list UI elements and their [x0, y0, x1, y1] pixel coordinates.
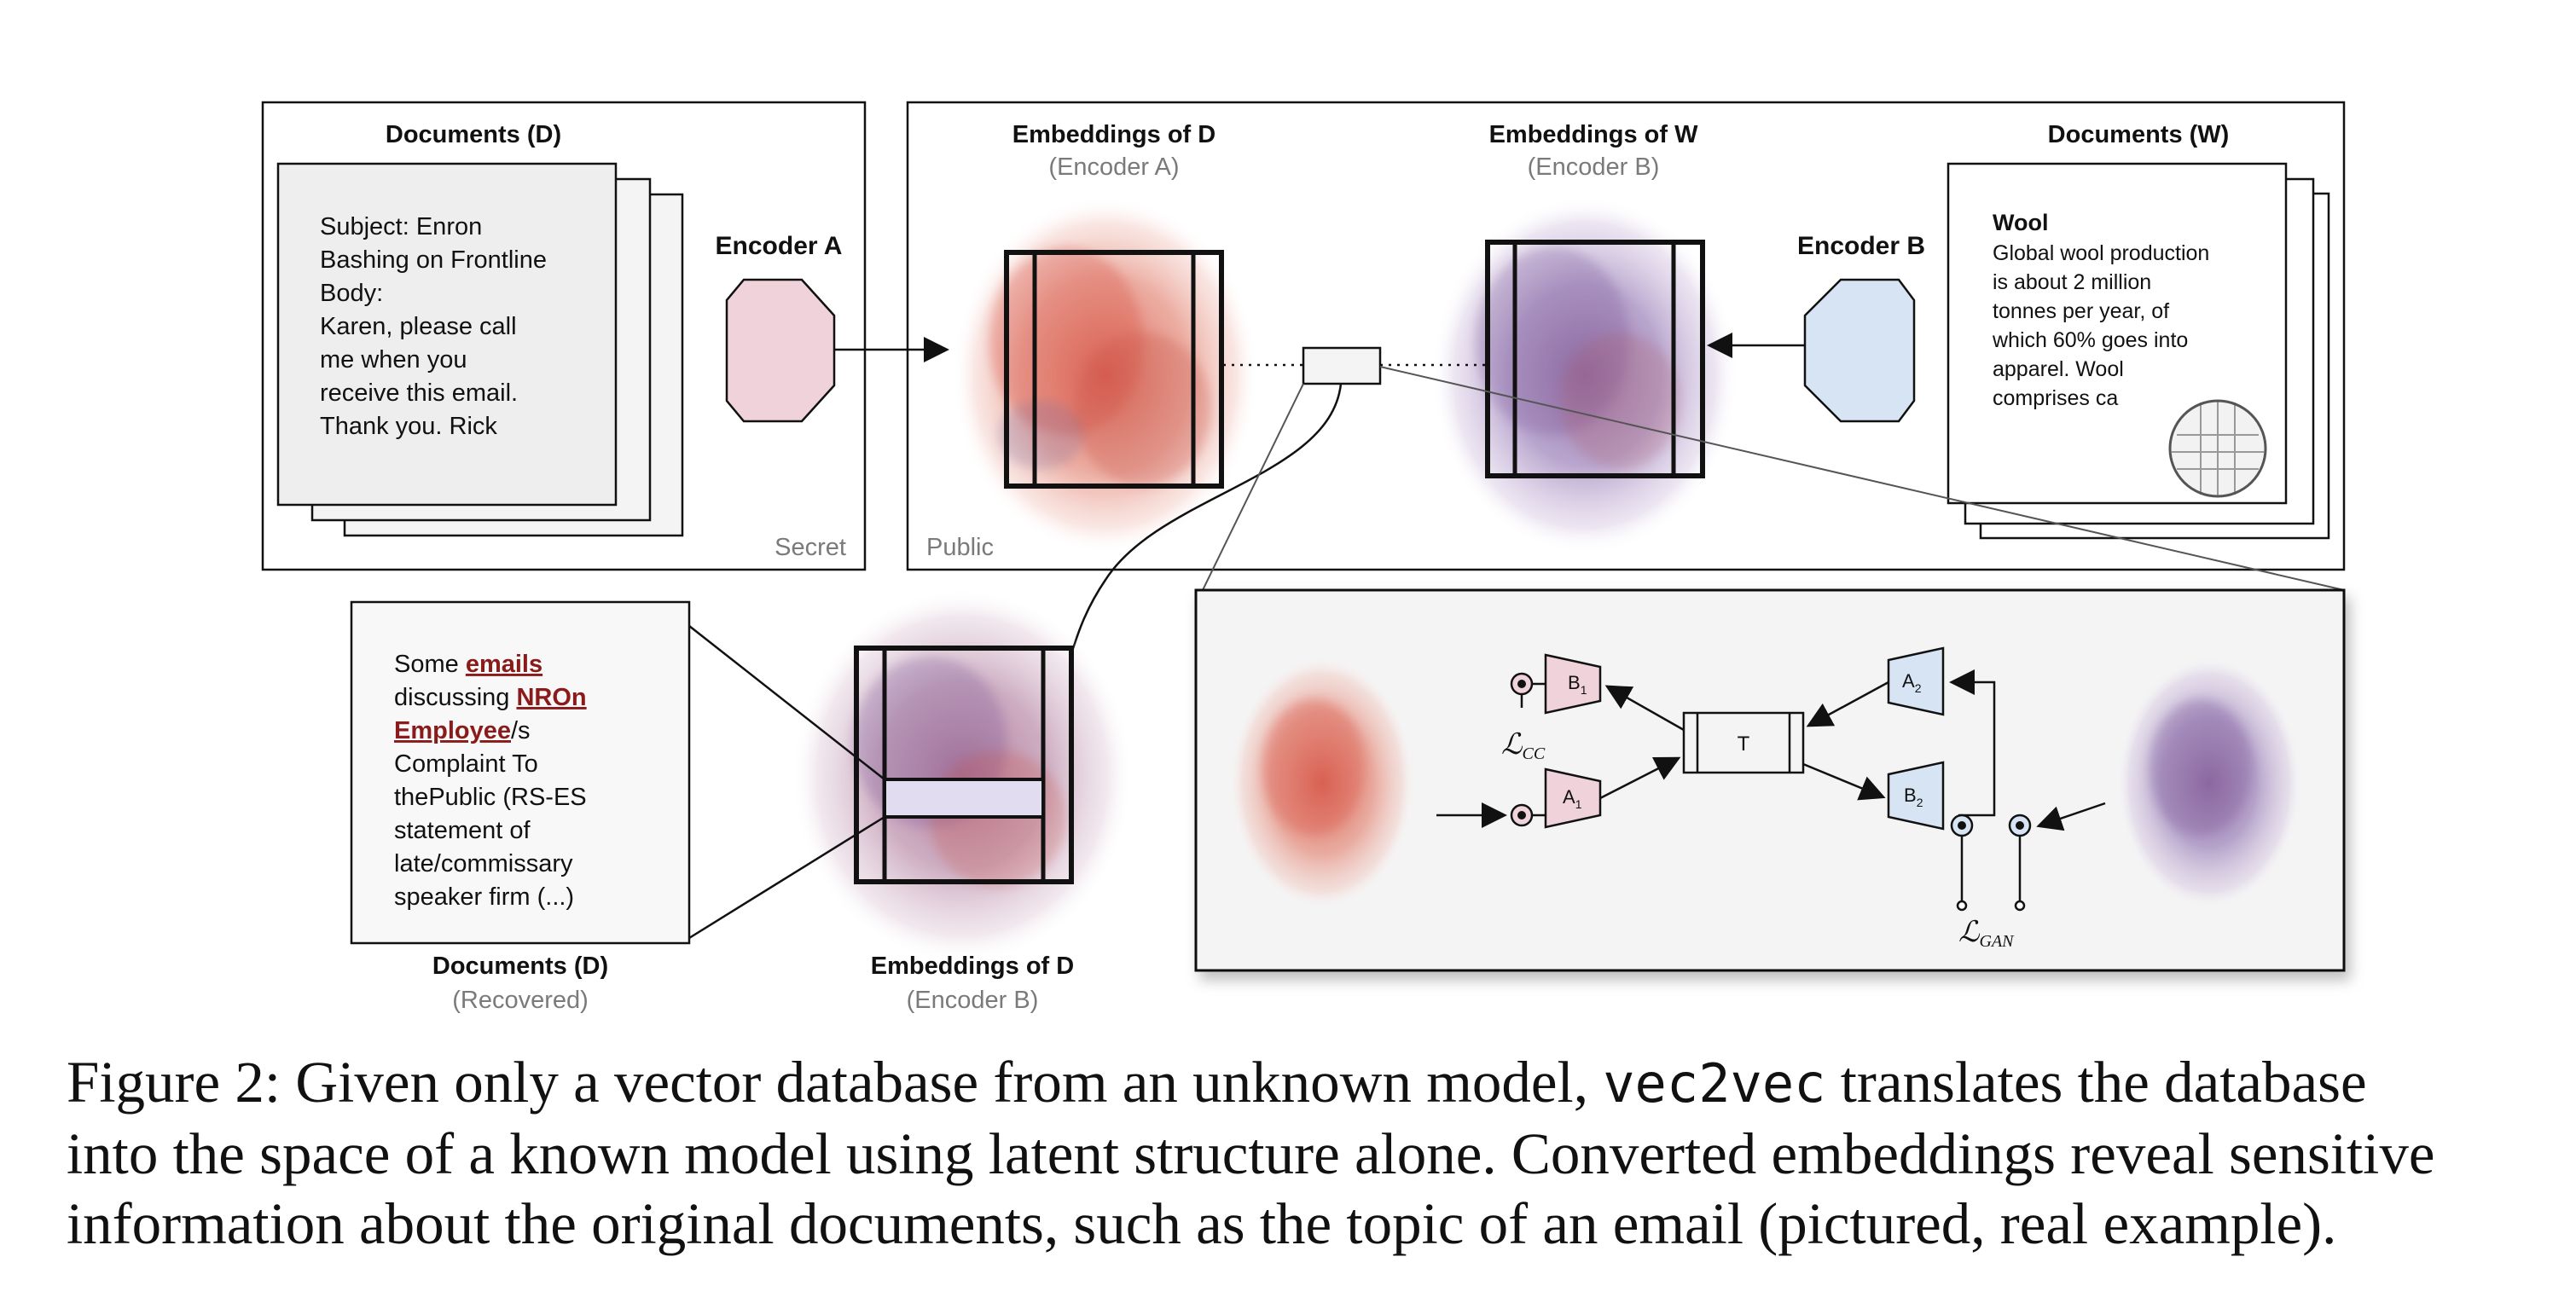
wiki-line: comprises ca	[1993, 386, 2118, 410]
recovered-emb-subtitle: (Encoder B)	[907, 987, 1039, 1014]
arrow-t-to-b1	[1604, 685, 1685, 732]
figure-diagram: Documents (D) Subject: Enron Bashing on …	[261, 101, 2346, 1014]
recovered-doc-box	[350, 600, 691, 945]
encoder-b-shape	[1803, 278, 1916, 423]
secret-panel-frame	[261, 101, 867, 571]
translator-t: T	[1682, 711, 1805, 774]
public-panel-frame	[906, 101, 2346, 571]
wikipedia-globe-icon	[2168, 399, 2267, 498]
arrow-a2-to-t	[1806, 680, 1889, 727]
loss-gan-label: ℒGAN	[1958, 917, 2015, 951]
email-line: Thank you. Rick	[320, 413, 497, 440]
public-region-label: Public	[926, 534, 994, 561]
secret-email-text: Subject: Enron Bashing on Frontline Body…	[320, 213, 547, 440]
caption-line-1: Figure 2: Given only a vector database f…	[67, 1050, 2367, 1115]
decoder-b2: B2	[1887, 761, 1945, 831]
email-line: Body:	[320, 280, 383, 307]
emb-d-subtitle: (Encoder A)	[1048, 153, 1179, 181]
emb-d-title: Embeddings of D	[1012, 121, 1215, 148]
docs-w-title: Documents (W)	[2048, 121, 2230, 148]
emb-w-window-inner	[1512, 240, 1676, 478]
svg-text:A2: A2	[1902, 670, 1922, 695]
emb-d-cloud	[952, 196, 1259, 554]
loss-gan-node-right	[2008, 814, 2032, 912]
wiki-line: tonnes per year, of	[1993, 299, 2169, 323]
arrow-b2-to-a2	[1949, 669, 1996, 817]
loss-cc-node-top	[1510, 672, 1546, 696]
recovered-line: late/commissary	[394, 850, 573, 877]
wiki-text: Global wool production is about 2 millio…	[1992, 241, 2209, 410]
encoder-a-label: Encoder A	[716, 232, 843, 260]
wiki-line: is about 2 million	[1993, 270, 2151, 294]
zoom-line-right	[1379, 366, 2345, 591]
zoom-blue-cloud	[2115, 655, 2303, 911]
arrow-a1-to-t	[1599, 756, 1681, 800]
email-line: Karen, please call	[320, 313, 517, 340]
recovered-line-3: Employee/s	[394, 717, 531, 744]
recovered-text: Some emails discussing NROn Employee/s C…	[394, 651, 587, 911]
arrow-blue-cloud-to-node	[2036, 802, 2106, 831]
loss-cc-node-bottom	[1510, 803, 1546, 827]
recovered-emb-title: Embeddings of D	[871, 953, 1074, 980]
zoom-red-cloud	[1228, 655, 1416, 911]
recovered-docs-title: Documents (D)	[432, 953, 608, 980]
svg-text:B1: B1	[1568, 672, 1587, 697]
secret-region-label: Secret	[775, 534, 846, 561]
encoder-b-label: Encoder B	[1797, 232, 1925, 260]
emb-d-window-inner	[1032, 250, 1196, 489]
encoder-a1: A1	[1544, 767, 1602, 829]
recovered-line: Complaint To	[394, 750, 538, 778]
link-doc-to-bar-bottom	[688, 815, 885, 940]
recovered-docs-subtitle: (Recovered)	[452, 987, 589, 1014]
recovered-emb-window-inner	[882, 646, 1046, 884]
wiki-line: apparel. Wool	[1993, 357, 2124, 381]
svg-text:B2: B2	[1904, 785, 1923, 809]
figure-caption: Figure 2: Given only a vector database f…	[67, 1047, 2540, 1259]
recovered-line: speaker firm (...)	[394, 883, 574, 911]
zoom-line-left	[1202, 383, 1304, 591]
wiki-line: which 60% goes into	[1992, 328, 2188, 352]
emb-w-cloud	[1431, 196, 1738, 554]
recovered-line-2: discussing NROn	[394, 684, 587, 711]
email-line: Subject: Enron	[320, 213, 482, 240]
emb-w-title: Embeddings of W	[1489, 121, 1699, 148]
svg-text:T: T	[1738, 733, 1750, 756]
email-line: me when you	[320, 346, 467, 374]
recovered-emb-cloud	[792, 588, 1133, 964]
svg-text:A1: A1	[1563, 786, 1582, 811]
arrow-t-to-b2	[1802, 762, 1886, 801]
wiki-line: Global wool production	[1993, 241, 2209, 265]
encoder-a-shape	[725, 278, 836, 423]
recovered-line: thePublic (RS-ES	[394, 784, 587, 811]
loss-cc-label: ℒCC	[1501, 729, 1546, 763]
secret-docs-title: Documents (D)	[386, 121, 561, 148]
caption-line-2: into the space of a known model using la…	[67, 1121, 2435, 1186]
recovered-emb-highlight-bar	[883, 778, 1045, 819]
caption-line-3: information about the original documents…	[67, 1191, 2337, 1256]
email-line: receive this email.	[320, 379, 518, 407]
translator-box	[1302, 346, 1382, 385]
link-doc-to-bar-top	[688, 625, 885, 780]
recovered-line-1: Some emails	[394, 651, 542, 678]
emb-w-subtitle: (Encoder B)	[1528, 153, 1660, 181]
recovered-line: statement of	[394, 817, 531, 844]
encoder-a2: A2	[1887, 646, 1945, 716]
secret-doc-page-1	[276, 162, 618, 507]
decoder-b1: B1	[1544, 653, 1602, 715]
wiki-title: Wool	[1993, 210, 2048, 235]
email-line: Bashing on Frontline	[320, 246, 547, 274]
loss-gan-node-left	[1950, 814, 1974, 912]
curve-translator-to-recovered	[1070, 383, 1343, 652]
